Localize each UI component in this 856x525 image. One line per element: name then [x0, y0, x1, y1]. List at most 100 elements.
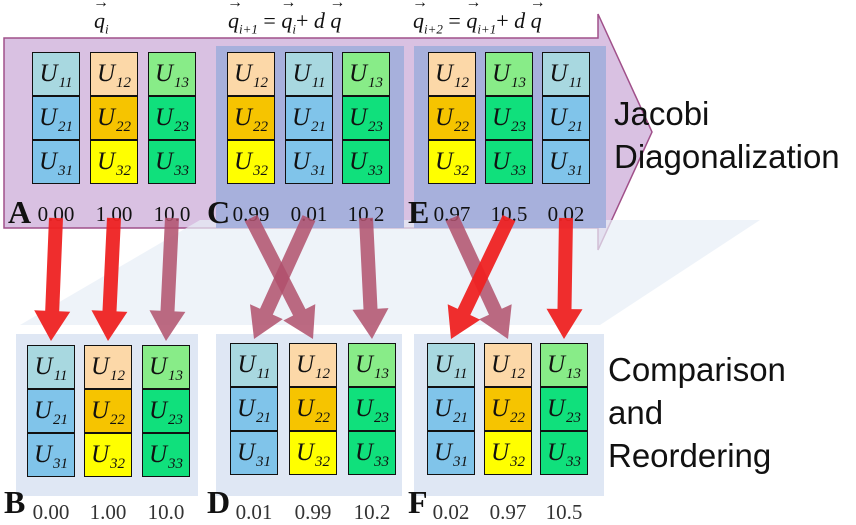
cell-symbol: U [154, 148, 174, 175]
cell-symbol: U [154, 104, 174, 131]
cell-symbol: U [96, 104, 116, 131]
cell-subscript: 11 [568, 74, 583, 91]
cell-subscript: 13 [374, 365, 390, 382]
equation-lhs: q [412, 0, 428, 34]
cell-subscript: 22 [253, 118, 269, 135]
cell-subscript: 33 [374, 453, 390, 470]
cell-subscript: 12 [253, 74, 269, 91]
cell-symbol: U [154, 60, 174, 87]
cell-subscript: 23 [374, 409, 390, 426]
cell-subscript: 21 [53, 411, 69, 428]
panel-letter-b: B [4, 484, 26, 520]
cell-symbol: U [237, 351, 256, 378]
cell-subscript: 31 [568, 162, 584, 179]
equation-plus: + [295, 8, 309, 33]
eigenvalue-label: 0.02 [547, 202, 585, 226]
jacobi-label-line-2: Diagonalization [614, 138, 840, 175]
cell-subscript: 31 [311, 162, 327, 179]
cell-subscript: 32 [110, 455, 126, 472]
cell-symbol: U [34, 353, 53, 380]
eigenvalue-label: 0.99 [294, 500, 332, 524]
cell-symbol: U [236, 395, 256, 422]
eigenvalue-label: 0.01 [290, 202, 328, 226]
reorder-arrow-A0-to-B0 [34, 217, 71, 341]
cell-subscript: 11 [256, 365, 271, 382]
panel-letter-e: E [408, 194, 430, 230]
cell-symbol: U [434, 148, 454, 175]
lower-light-band [20, 220, 760, 325]
cell-subscript: 33 [368, 162, 384, 179]
cell-symbol: U [295, 395, 315, 422]
cell-symbol: U [546, 439, 566, 466]
cell-subscript: 11 [58, 74, 73, 91]
cell-subscript: 21 [453, 409, 469, 426]
cell-symbol: U [90, 441, 110, 468]
cell-subscript: 22 [110, 411, 126, 428]
cell-symbol: U [348, 148, 368, 175]
cell-symbol: U [90, 397, 110, 424]
equation-rhs2: q [530, 0, 546, 34]
cell-subscript: 31 [53, 455, 69, 472]
equation-q-i: qi [93, 0, 109, 37]
cell-symbol: U [490, 439, 510, 466]
cell-subscript: 12 [110, 367, 126, 384]
equation-rhs2: q [329, 0, 345, 34]
cell-symbol: U [33, 441, 53, 468]
cell-symbol: U [291, 148, 311, 175]
comparison-label-line-2: and [608, 394, 664, 431]
cell-symbol: U [148, 353, 168, 380]
cell-subscript: 12 [454, 74, 470, 91]
cell-symbol: U [39, 60, 58, 87]
cell-subscript: 22 [116, 118, 132, 135]
equation-rhs1-subscript: i [292, 21, 296, 37]
cell-subscript: 33 [174, 162, 190, 179]
cell-symbol: U [354, 351, 374, 378]
jacobi-label: Jacobi Diagonalization [614, 92, 840, 178]
equation-lhs-subscript: i+1 [239, 21, 258, 37]
panel-letter-a: A [8, 194, 32, 230]
reorder-arrow-E1-to-F0 [447, 215, 516, 339]
cell-symbol: U [291, 104, 311, 131]
eigenvalue-label: 0.99 [232, 202, 270, 226]
cell-subscript: 13 [566, 365, 582, 382]
eigenvalue-label: 0.97 [489, 500, 527, 524]
cell-subscript: 32 [315, 453, 331, 470]
cell-symbol: U [491, 60, 511, 87]
eigenvalue-label: 10.5 [545, 500, 583, 524]
cell-symbol: U [354, 439, 374, 466]
cell-subscript: 11 [53, 367, 68, 384]
eigenvalue-label: 10.5 [490, 202, 528, 226]
cell-symbol: U [236, 439, 256, 466]
cell-symbol: U [90, 353, 110, 380]
cell-subscript: 21 [568, 118, 584, 135]
cell-subscript: 32 [454, 162, 470, 179]
equation-lhs-subscript: i+2 [424, 21, 443, 37]
cell-subscript: 32 [510, 453, 526, 470]
cell-subscript: 13 [174, 74, 190, 91]
comparison-label-line-3: Reordering [608, 437, 772, 474]
eigenvalue-label: 10.2 [347, 202, 385, 226]
